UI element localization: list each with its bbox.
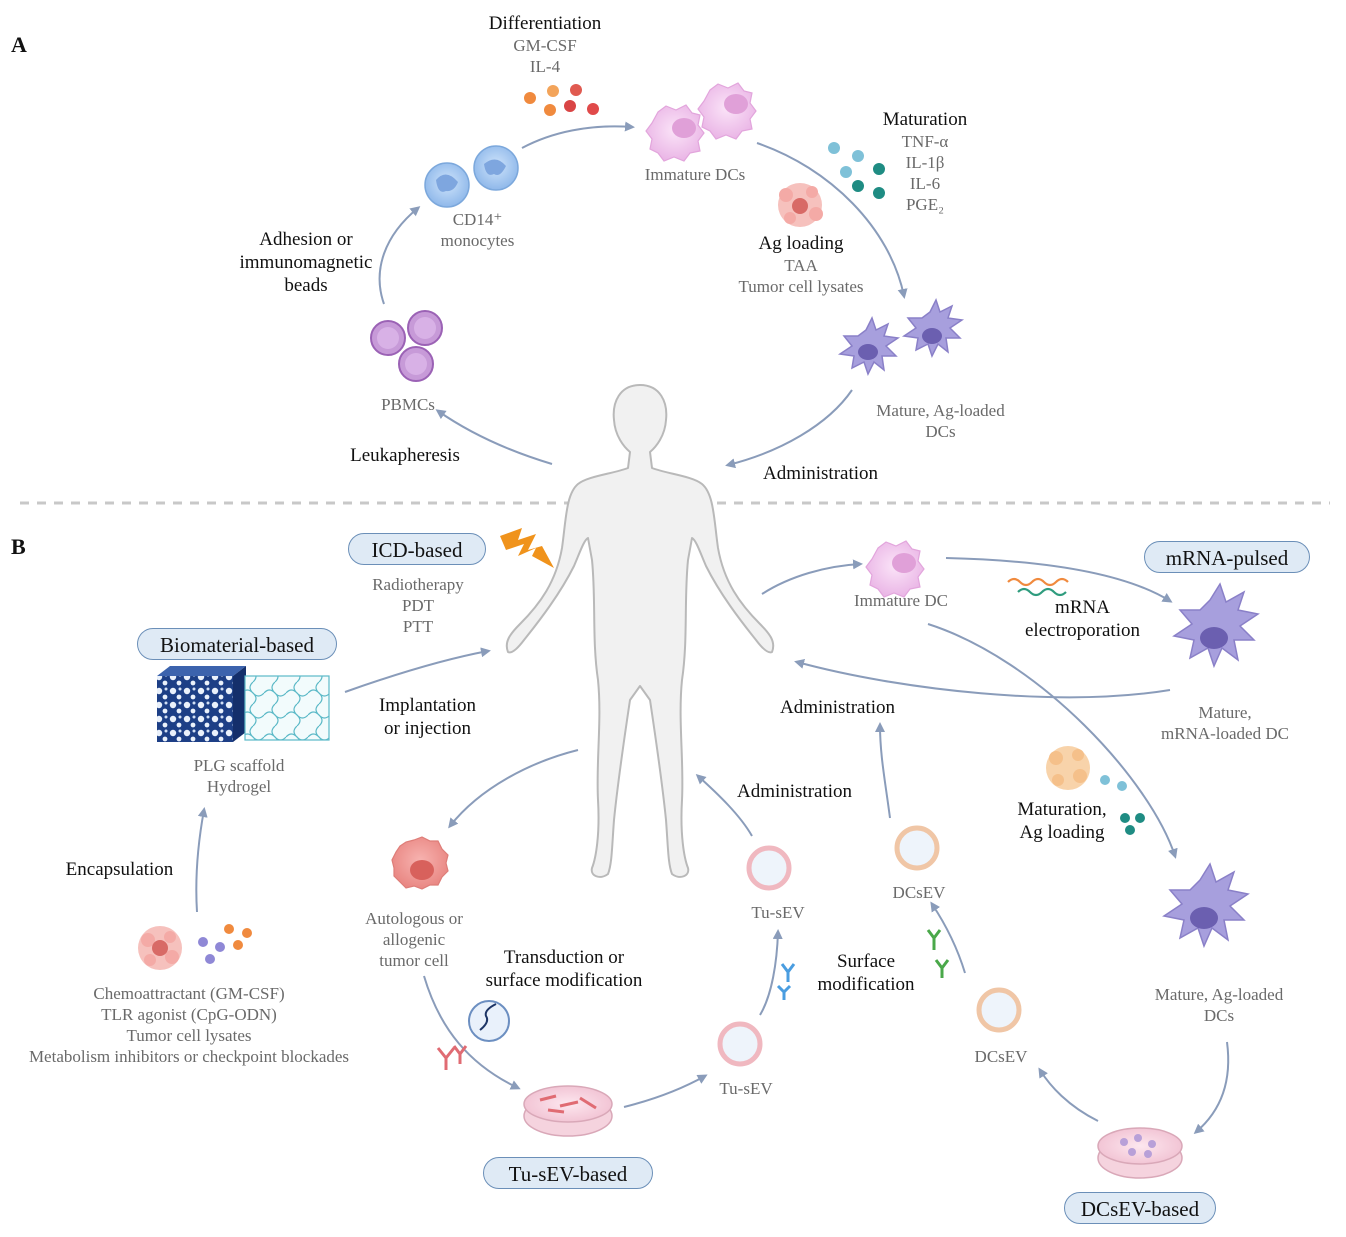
- mature-dcs-b-label: Mature, Ag-loaded DCs: [1154, 985, 1284, 1025]
- surface-modification-label: Surface modification: [817, 951, 915, 995]
- dcsev-top-label: DCsEV: [892, 883, 946, 902]
- gm-csf-dots-icon: [524, 84, 599, 116]
- viral-vector-icon: [468, 1000, 510, 1042]
- immature-dc-label: Immature DC: [854, 591, 948, 610]
- monocytes-label: CD14⁺ monocytes: [440, 210, 515, 250]
- mrna-strand-icon: [1007, 577, 1069, 597]
- dcsev-bottom-label: DCsEV: [974, 1047, 1028, 1066]
- mature-dcs-a-label: Mature, Ag-loaded DCs: [876, 401, 1005, 441]
- differentiation-label: Differentiation GM-CSF IL-4: [488, 13, 602, 76]
- pbmcs-label: PBMCs: [381, 395, 435, 414]
- mrna-loaded-dc-icon: [1172, 582, 1260, 669]
- tu-sev-top-label: Tu-sEV: [751, 903, 805, 922]
- tu-sev-bottom-label: Tu-sEV: [719, 1079, 773, 1098]
- ag-loading-label: Ag loading TAA Tumor cell lysates: [738, 233, 864, 296]
- mature-dc-b-icon: [1162, 862, 1250, 949]
- monocytes-icon: [424, 145, 519, 208]
- transduction-label: Transduction or surface modification: [485, 947, 643, 991]
- mrna-loaded-dc-label: Mature, mRNA-loaded DC: [1161, 703, 1289, 743]
- administration-mid-label: Administration: [736, 781, 853, 802]
- tu-sev-dish-icon: [523, 1085, 613, 1137]
- pbmcs-icon: [370, 310, 443, 382]
- cytokine-dots-icon: [828, 142, 885, 199]
- dcsev-vesicle-icon: [894, 825, 1022, 1033]
- administration-a-label: Administration: [762, 463, 879, 484]
- antibody-icon: [436, 1045, 468, 1070]
- dc-lysate-icon: [1046, 746, 1145, 835]
- biomaterial-based-pill: Biomaterial-based: [137, 628, 337, 660]
- administration-right-label: Administration: [779, 697, 896, 718]
- icd-methods-label: Radiotherapy PDT PTT: [372, 575, 464, 636]
- surface-ligand-icon: [776, 963, 796, 1000]
- maturation-ag-loading-label: Maturation, Ag loading: [1017, 799, 1107, 843]
- adhesion-label: Adhesion or immunomagnetic beads: [239, 229, 373, 296]
- immature-dcs-icon: [645, 82, 757, 162]
- plg-scaffold-icon: [157, 666, 246, 742]
- maturation-label: Maturation TNF-α IL-1β IL-6 PGE₂: [882, 109, 968, 214]
- biomaterial-label: PLG scaffold Hydrogel: [193, 756, 285, 796]
- green-ligand-icon: [926, 929, 950, 978]
- tumor-cell-label: Autologous or allogenic tumor cell: [365, 909, 463, 970]
- implantation-label: Implantation or injection: [378, 695, 477, 739]
- icd-based-pill: ICD-based: [348, 533, 486, 565]
- mrna-electroporation-label: mRNA electroporation: [1024, 597, 1140, 641]
- dcsev-based-pill: DCsEV-based: [1064, 1192, 1216, 1224]
- immature-dc-icon: [865, 540, 925, 598]
- mrna-pulsed-pill: mRNA-pulsed: [1144, 541, 1310, 573]
- encapsulation-label: Encapsulation: [65, 859, 174, 880]
- human-body-icon: [505, 384, 775, 878]
- lightning-icon: [500, 528, 554, 568]
- tu-sev-vesicle-icon: [717, 845, 792, 1067]
- chemoattractant-icon: [138, 924, 252, 970]
- dcsev-dish-icon: [1097, 1127, 1183, 1179]
- leukapheresis-label: Leukapheresis: [350, 445, 460, 466]
- panel-label-a: A: [11, 32, 27, 57]
- tu-sev-based-pill: Tu-sEV-based: [483, 1157, 653, 1189]
- tumor-cell-icon: [391, 836, 449, 890]
- panel-label-b: B: [11, 534, 26, 559]
- mature-dcs-icon: [837, 298, 965, 376]
- immature-dcs-label: Immature DCs: [644, 165, 746, 184]
- hydrogel-icon: [244, 675, 330, 741]
- chemoattractant-list: Chemoattractant (GM-CSF) TLR agonist (Cp…: [28, 984, 350, 1066]
- tumor-lysate-icon: [778, 183, 823, 227]
